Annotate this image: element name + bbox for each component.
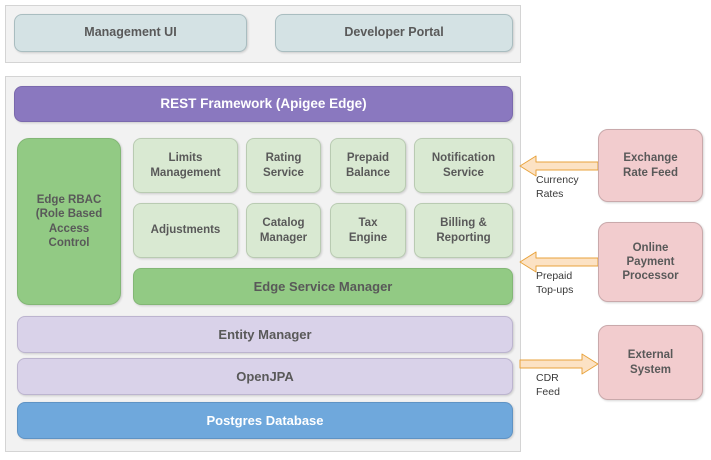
node-entity-manager[interactable]: Entity Manager	[17, 316, 513, 353]
node-edge-rbac[interactable]: Edge RBAC (Role Based Access Control	[17, 138, 121, 305]
node-postgres-database[interactable]: Postgres Database	[17, 402, 513, 439]
node-management-ui[interactable]: Management UI	[14, 14, 247, 52]
node-adjustments[interactable]: Adjustments	[133, 203, 238, 258]
node-edge-service-manager[interactable]: Edge Service Manager	[133, 268, 513, 305]
node-online-payment-processor[interactable]: Online Payment Processor	[598, 222, 703, 302]
node-exchange-rate-feed[interactable]: Exchange Rate Feed	[598, 129, 703, 202]
node-limits-management[interactable]: Limits Management	[133, 138, 238, 193]
arrow-label-currency-rates: Currency Rates	[536, 174, 579, 200]
arrow-label-prepaid-topups: Prepaid Top-ups	[536, 270, 574, 296]
node-catalog-manager[interactable]: Catalog Manager	[246, 203, 321, 258]
node-prepaid-balance[interactable]: Prepaid Balance	[330, 138, 406, 193]
node-developer-portal[interactable]: Developer Portal	[275, 14, 513, 52]
arrow-label-cdr-feed: CDR Feed	[536, 372, 560, 398]
node-rating-service[interactable]: Rating Service	[246, 138, 321, 193]
node-notification-service[interactable]: Notification Service	[414, 138, 513, 193]
node-external-system[interactable]: External System	[598, 325, 703, 400]
node-tax-engine[interactable]: Tax Engine	[330, 203, 406, 258]
node-openjpa[interactable]: OpenJPA	[17, 358, 513, 395]
node-billing-reporting[interactable]: Billing & Reporting	[414, 203, 513, 258]
node-rest-framework[interactable]: REST Framework (Apigee Edge)	[14, 86, 513, 122]
